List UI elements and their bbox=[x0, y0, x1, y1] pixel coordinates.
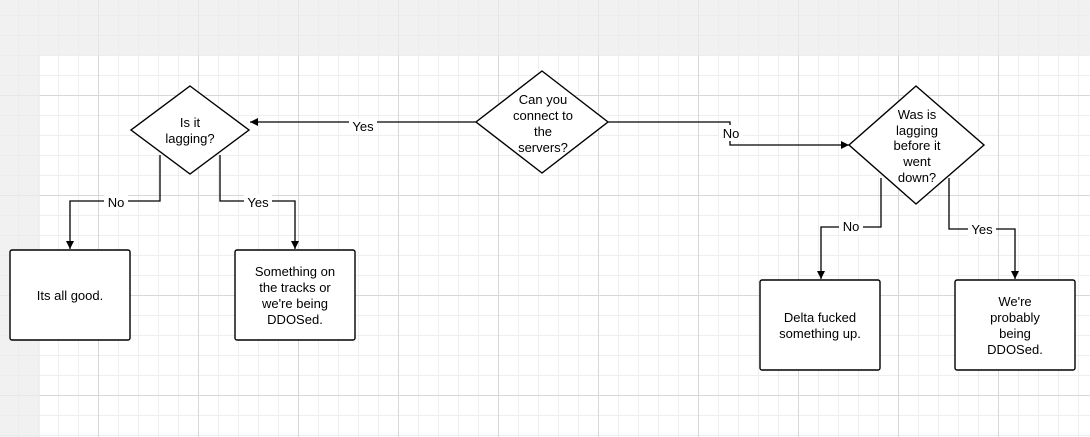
process-tracks-line-3: we're being bbox=[261, 296, 328, 311]
decision-connect-line-4: servers? bbox=[518, 140, 568, 155]
process-delta[interactable]: Delta fucked something up. bbox=[759, 279, 881, 371]
edge-label-before-no: No bbox=[843, 219, 860, 234]
edge-label-connect-yes: Yes bbox=[352, 119, 374, 134]
decision-before-line-2: lagging bbox=[896, 123, 938, 138]
canvas-margin-top bbox=[0, 0, 1090, 55]
process-ddos-line-2: probably bbox=[990, 310, 1040, 325]
process-tracks-line-2: the tracks or bbox=[259, 280, 331, 295]
process-all-good[interactable]: Its all good. bbox=[9, 249, 131, 341]
decision-lagging-before[interactable]: Was is lagging before it went down? bbox=[847, 85, 986, 205]
decision-connect-line-2: connect to bbox=[513, 108, 573, 123]
decision-connect-line-1: Can you bbox=[519, 92, 567, 107]
process-tracks-line-4: DDOSed. bbox=[267, 312, 323, 327]
decision-before-line-4: went bbox=[902, 154, 931, 169]
process-ddos-line-3: being bbox=[999, 326, 1031, 341]
canvas-margin-left bbox=[0, 55, 40, 437]
process-delta-line-1: Delta fucked bbox=[784, 310, 856, 325]
decision-before-line-1: Was is bbox=[898, 107, 937, 122]
edge-label-lagging-yes: Yes bbox=[247, 195, 269, 210]
decision-lagging-line-1: Is it bbox=[180, 115, 201, 130]
edge-label-lagging-no: No bbox=[108, 195, 125, 210]
process-all-good-line-1: Its all good. bbox=[37, 288, 104, 303]
decision-before-line-3: before it bbox=[894, 138, 941, 153]
edge-label-before-yes: Yes bbox=[971, 222, 993, 237]
edge-label-connect-no: No bbox=[723, 126, 740, 141]
process-tracks-line-1: Something on bbox=[255, 264, 335, 279]
decision-before-line-5: down? bbox=[898, 170, 936, 185]
decision-lagging[interactable]: Is it lagging? bbox=[129, 85, 251, 175]
process-tracks[interactable]: Something on the tracks or we're being D… bbox=[234, 249, 356, 341]
process-ddos-line-1: We're bbox=[998, 294, 1031, 309]
process-delta-line-2: something up. bbox=[779, 326, 861, 341]
decision-connect[interactable]: Can you connect to the servers? bbox=[474, 70, 610, 174]
process-ddos[interactable]: We're probably being DDOSed. bbox=[954, 279, 1076, 371]
process-ddos-line-4: DDOSed. bbox=[987, 342, 1043, 357]
decision-lagging-line-2: lagging? bbox=[165, 131, 214, 146]
decision-connect-line-3: the bbox=[534, 124, 552, 139]
